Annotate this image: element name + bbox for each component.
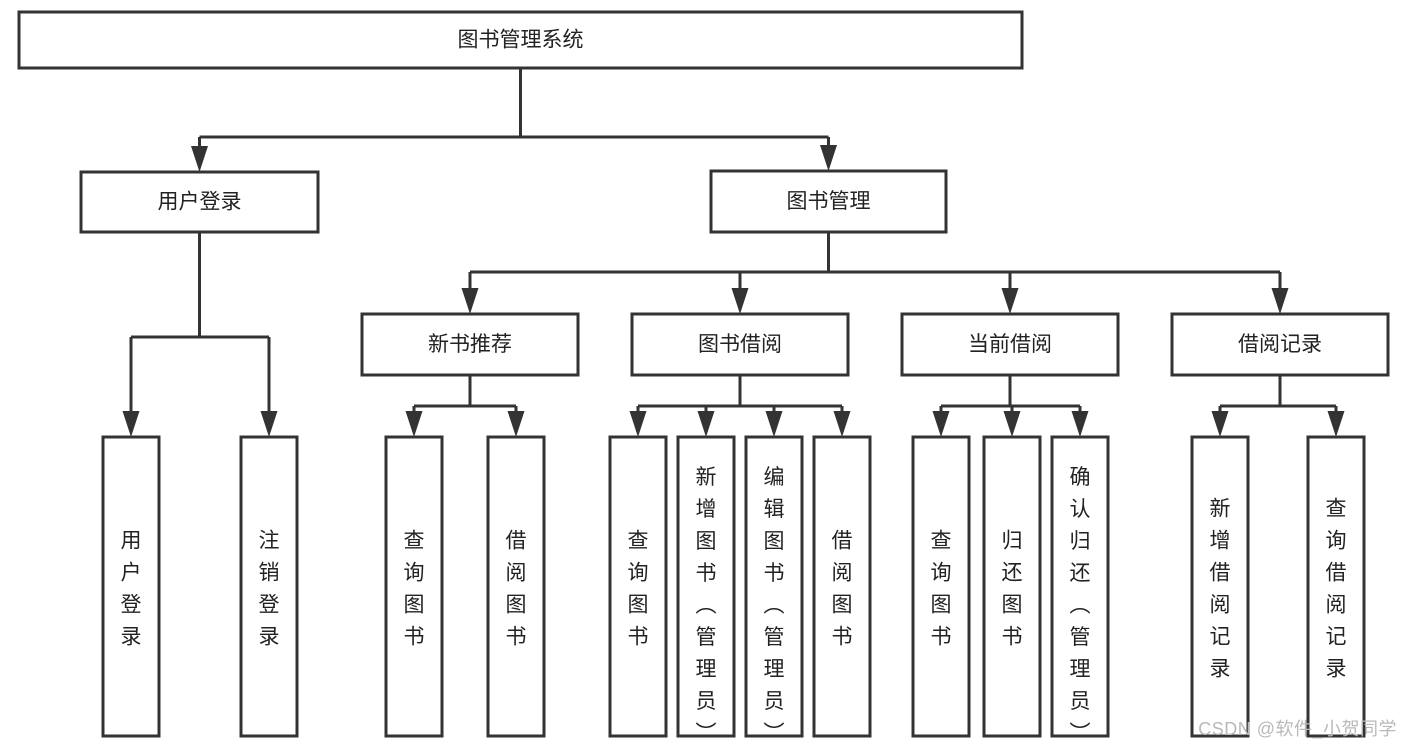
node-label: 图书管理系统: [458, 29, 584, 52]
node-leaf-borrow-edit-book[interactable]: 编辑图书︵管理员︶: [744, 435, 804, 745]
node-label: 新增图书︵管理员︶: [696, 466, 717, 745]
node-leaf-cur-query-book[interactable]: 查询图书: [911, 435, 971, 738]
arrow-head: [820, 145, 837, 171]
node-box: [1050, 435, 1110, 738]
node-label: 查询图书: [628, 529, 649, 648]
node-label: 注销登录: [259, 529, 280, 648]
node-new-book-rec[interactable]: 新书推荐: [360, 312, 580, 377]
node-leaf-rec-query-book[interactable]: 查询图书: [384, 435, 444, 738]
node-label: 编辑图书︵管理员︶: [764, 466, 785, 745]
node-box: [608, 435, 668, 738]
node-book-manage[interactable]: 图书管理: [709, 169, 948, 234]
node-box: [709, 169, 948, 234]
edge-group-borrow-record: [1211, 375, 1345, 437]
node-leaf-rec-borrow-book[interactable]: 借阅图书: [486, 435, 546, 738]
node-box: [17, 10, 1024, 70]
edge-group-current-borrow: [932, 375, 1089, 437]
node-label: 查询借阅记录: [1326, 497, 1347, 680]
arrow-head: [191, 146, 208, 172]
node-box: [360, 312, 580, 377]
node-box: [900, 312, 1120, 377]
node-box: [486, 435, 546, 738]
connector-layer: [122, 68, 1345, 437]
arrow-head: [1001, 288, 1019, 314]
edge-group-root: [191, 68, 837, 172]
node-leaf-rec-query-record[interactable]: 查询借阅记录: [1306, 435, 1366, 738]
node-leaf-borrow-query-book[interactable]: 查询图书: [608, 435, 668, 738]
arrow-head: [1003, 411, 1021, 437]
node-box: [384, 435, 444, 738]
node-label: 用户登录: [121, 529, 142, 648]
arrow-head: [1071, 411, 1089, 437]
node-leaf-user-logout[interactable]: 注销登录: [239, 435, 299, 738]
node-leaf-rec-add-record[interactable]: 新增借阅记录: [1190, 435, 1250, 738]
node-label: 图书借阅: [698, 333, 782, 356]
node-box: [1170, 312, 1390, 377]
arrow-head: [629, 411, 647, 437]
edge-group-user-login: [122, 232, 278, 437]
node-leaf-cur-confirm-return[interactable]: 确认归还︵管理员︶: [1050, 435, 1110, 745]
node-box: [1190, 435, 1250, 738]
node-leaf-borrow-add-book[interactable]: 新增图书︵管理员︶: [676, 435, 736, 745]
node-box: [744, 435, 804, 738]
arrow-head: [260, 411, 278, 437]
node-leaf-cur-return-book[interactable]: 归还图书: [982, 435, 1042, 738]
arrow-head: [507, 411, 525, 437]
node-box: [101, 435, 161, 738]
node-leaf-user-login[interactable]: 用户登录: [101, 435, 161, 738]
node-label: 借阅图书: [832, 529, 853, 648]
arrow-head: [765, 411, 783, 437]
node-box: [1306, 435, 1366, 738]
node-label: 查询图书: [404, 529, 425, 648]
node-user-login[interactable]: 用户登录: [79, 170, 320, 234]
node-box: [812, 435, 872, 738]
node-label: 新书推荐: [428, 333, 512, 356]
node-box: [911, 435, 971, 738]
node-box: [630, 312, 850, 377]
node-label: 借阅记录: [1238, 333, 1322, 356]
node-box: [239, 435, 299, 738]
arrow-head: [697, 411, 715, 437]
node-book-borrow[interactable]: 图书借阅: [630, 312, 850, 377]
node-box: [79, 170, 320, 234]
edge-group-book-borrow: [629, 375, 851, 437]
node-label: 借阅图书: [506, 529, 527, 648]
arrow-head: [1327, 411, 1345, 437]
node-label: 图书管理: [787, 190, 871, 213]
node-leaf-borrow-borrow-book[interactable]: 借阅图书: [812, 435, 872, 738]
arrow-head: [122, 411, 140, 437]
node-layer: 图书管理系统用户登录图书管理新书推荐图书借阅当前借阅借阅记录用户登录注销登录查询…: [17, 10, 1390, 745]
arrow-head: [1271, 288, 1289, 314]
arrow-head: [932, 411, 950, 437]
arrow-head: [405, 411, 423, 437]
arrow-head: [731, 288, 749, 314]
node-root[interactable]: 图书管理系统: [17, 10, 1024, 70]
node-label: 确认归还︵管理员︶: [1070, 466, 1091, 745]
node-label: 新增借阅记录: [1210, 497, 1231, 680]
arrow-head: [1211, 411, 1229, 437]
edge-group-new-book-rec: [405, 375, 525, 437]
edge-group-book-manage: [461, 232, 1289, 314]
arrow-head: [461, 288, 479, 314]
node-box: [982, 435, 1042, 738]
node-label: 归还图书: [1002, 529, 1023, 648]
node-borrow-record[interactable]: 借阅记录: [1170, 312, 1390, 377]
node-box: [676, 435, 736, 738]
node-label: 用户登录: [158, 191, 242, 214]
node-label: 当前借阅: [968, 333, 1052, 356]
node-label: 查询图书: [931, 529, 952, 648]
node-current-borrow[interactable]: 当前借阅: [900, 312, 1120, 377]
arrow-head: [833, 411, 851, 437]
